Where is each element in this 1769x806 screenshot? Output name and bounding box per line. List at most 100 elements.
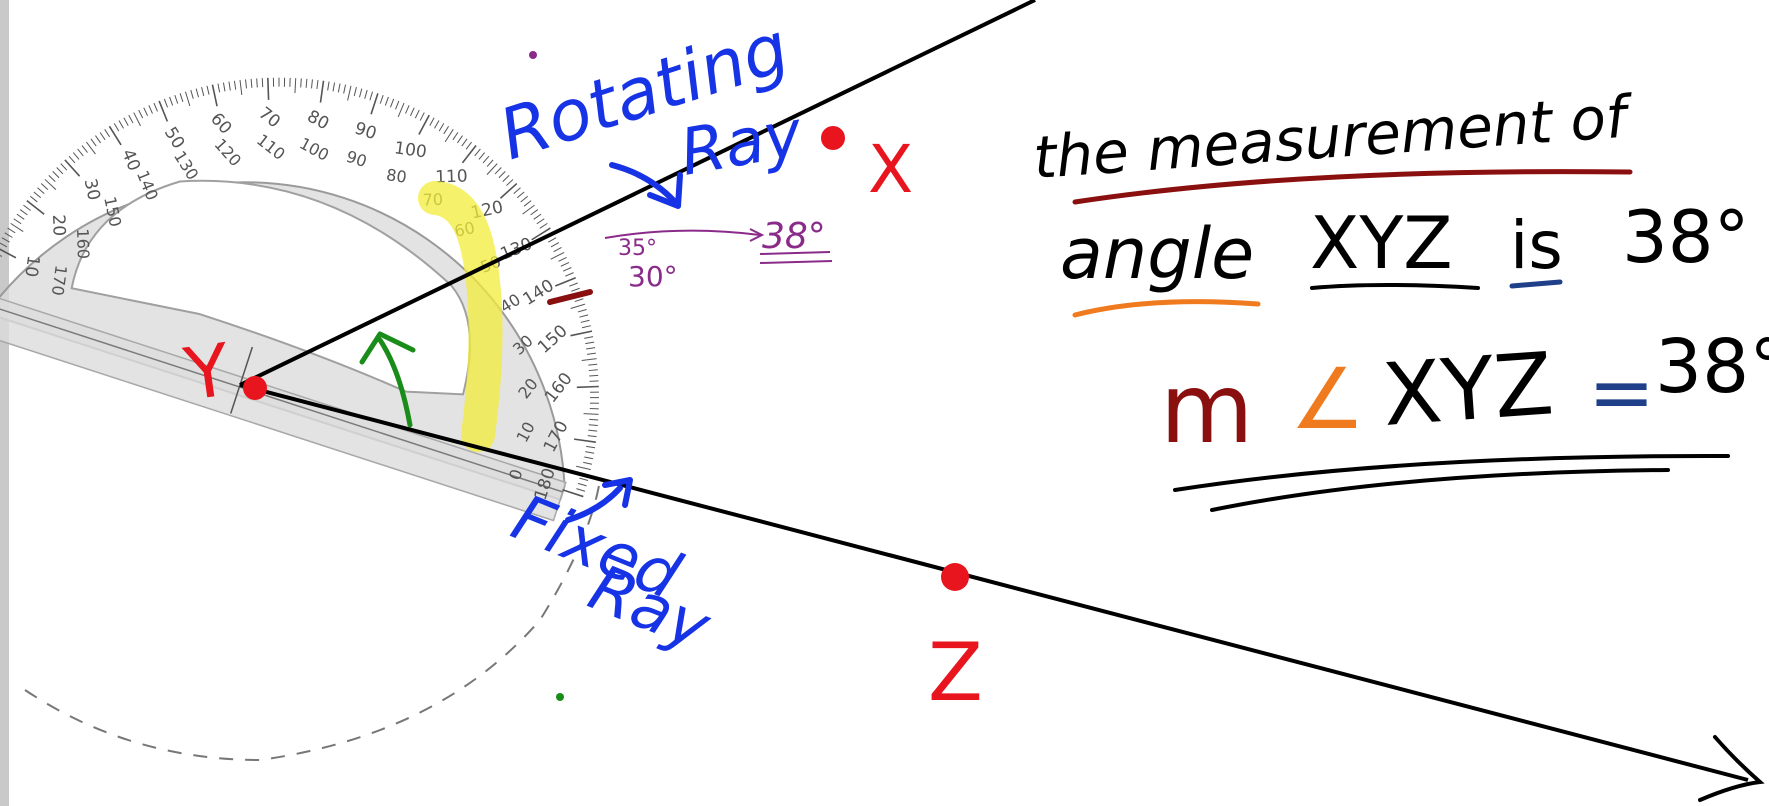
board-left-edge [0,0,9,806]
protractor-tick [395,100,400,110]
protractor-tick [560,261,570,267]
reading-mark [547,289,593,305]
protractor-scale-label: 120 [210,135,245,170]
protractor-tick [588,363,598,366]
protractor-tick [494,167,502,175]
protractor-tick [589,380,599,382]
protractor-tick [589,397,599,399]
protractor-tick [573,438,596,443]
protractor-tick [584,456,594,460]
protractor-tick [359,88,363,98]
protractor-tick [516,191,525,199]
protractor-tick [589,402,599,404]
protractor-tick [184,91,191,107]
protractor-scale-label: 90 [344,147,369,171]
stray-dot-green [556,693,564,701]
protractor-tick [409,107,415,117]
protractor-tick [26,200,45,215]
protractor-tick [195,88,199,98]
protractor-tick [261,78,264,88]
protractor-tick [474,148,481,157]
protractor-tick [163,98,169,108]
protractor-tick [311,79,313,89]
protractor-ticks [0,77,599,498]
protractor-tick [444,129,454,143]
label-z: Z [928,626,983,719]
protractor-scale-label: 160 [73,228,93,259]
statement-is: is [1510,207,1563,284]
protractor-tick [456,135,463,144]
protractor-tick [550,251,565,260]
protractor-tick [581,325,591,329]
protractor-tick [316,79,319,90]
protractor-base [0,296,567,522]
protractor-tick [569,282,578,287]
protractor-tick [384,96,389,106]
protractor-tick [584,336,594,339]
protractor-tick [4,232,13,238]
protractor-tick [128,114,134,124]
point-z [941,563,969,591]
dashed-arc [24,479,601,762]
protractor-tick [256,78,258,88]
protractor-tick [576,465,591,471]
protractor-scale-label: 70 [255,103,284,132]
protractor-tick [179,93,184,103]
protractor-tick [369,91,374,101]
rotating-ray-arrowhead [647,172,683,209]
protractor-tick [585,451,595,454]
protractor-tick [587,435,597,438]
protractor-tick [583,413,599,415]
protractor-tick [499,182,518,199]
protractor-scale-label: 20 [48,214,69,236]
protractor-tick [33,191,42,199]
protractor-tick [278,77,280,87]
protractor-tick [562,267,572,272]
protractor-tick [554,277,576,287]
protractor-tick [86,141,96,155]
equation-underline-1 [1173,453,1730,492]
ray-yz [239,383,1749,782]
protractor-scale-label: 150 [534,321,571,358]
protractor-tick [347,85,352,101]
protractor-tick [583,461,593,465]
protractor-tick [579,314,589,318]
protractor-tick [482,155,490,164]
protractor-tick [239,79,243,96]
protractor-tick [201,87,205,97]
protractor-tick [90,138,97,147]
angle-arc-arrowhead [359,331,416,365]
protractor-tick [56,167,64,175]
protractor-tick [588,369,598,372]
protractor-tick [461,145,477,164]
ray-yx [239,0,1036,387]
protractor-tick [52,171,60,179]
protractor-tick [370,93,379,115]
protractor-tick [581,358,597,361]
protractor-tick [233,80,237,90]
protractor-tick [397,102,405,118]
protractor-scale-label: 80 [304,106,332,134]
equation-m: m [1160,353,1254,465]
protractor-tick [486,159,494,167]
protractor-scale-label: 100 [393,138,428,162]
protractor-tick [353,87,357,97]
protractor-tick [498,171,506,179]
protractor-tick [586,347,596,350]
protractor-tick [19,209,28,216]
equation-name: XYZ [1379,334,1556,446]
protractor-tick [305,78,308,88]
reading-38-underline-2 [759,260,833,264]
stray-dot-purple [529,51,537,59]
protractor-tick [343,84,347,94]
protractor-tick [123,117,129,126]
protractor-tick [222,82,226,92]
fixed-ray-arrow [565,485,623,523]
protractor-tick [405,105,410,114]
protractor-tick [332,82,336,92]
protractor-tick [99,132,106,141]
point-y [243,376,267,400]
protractor-tick [133,112,141,127]
protractor-scale-label: 110 [253,130,289,164]
